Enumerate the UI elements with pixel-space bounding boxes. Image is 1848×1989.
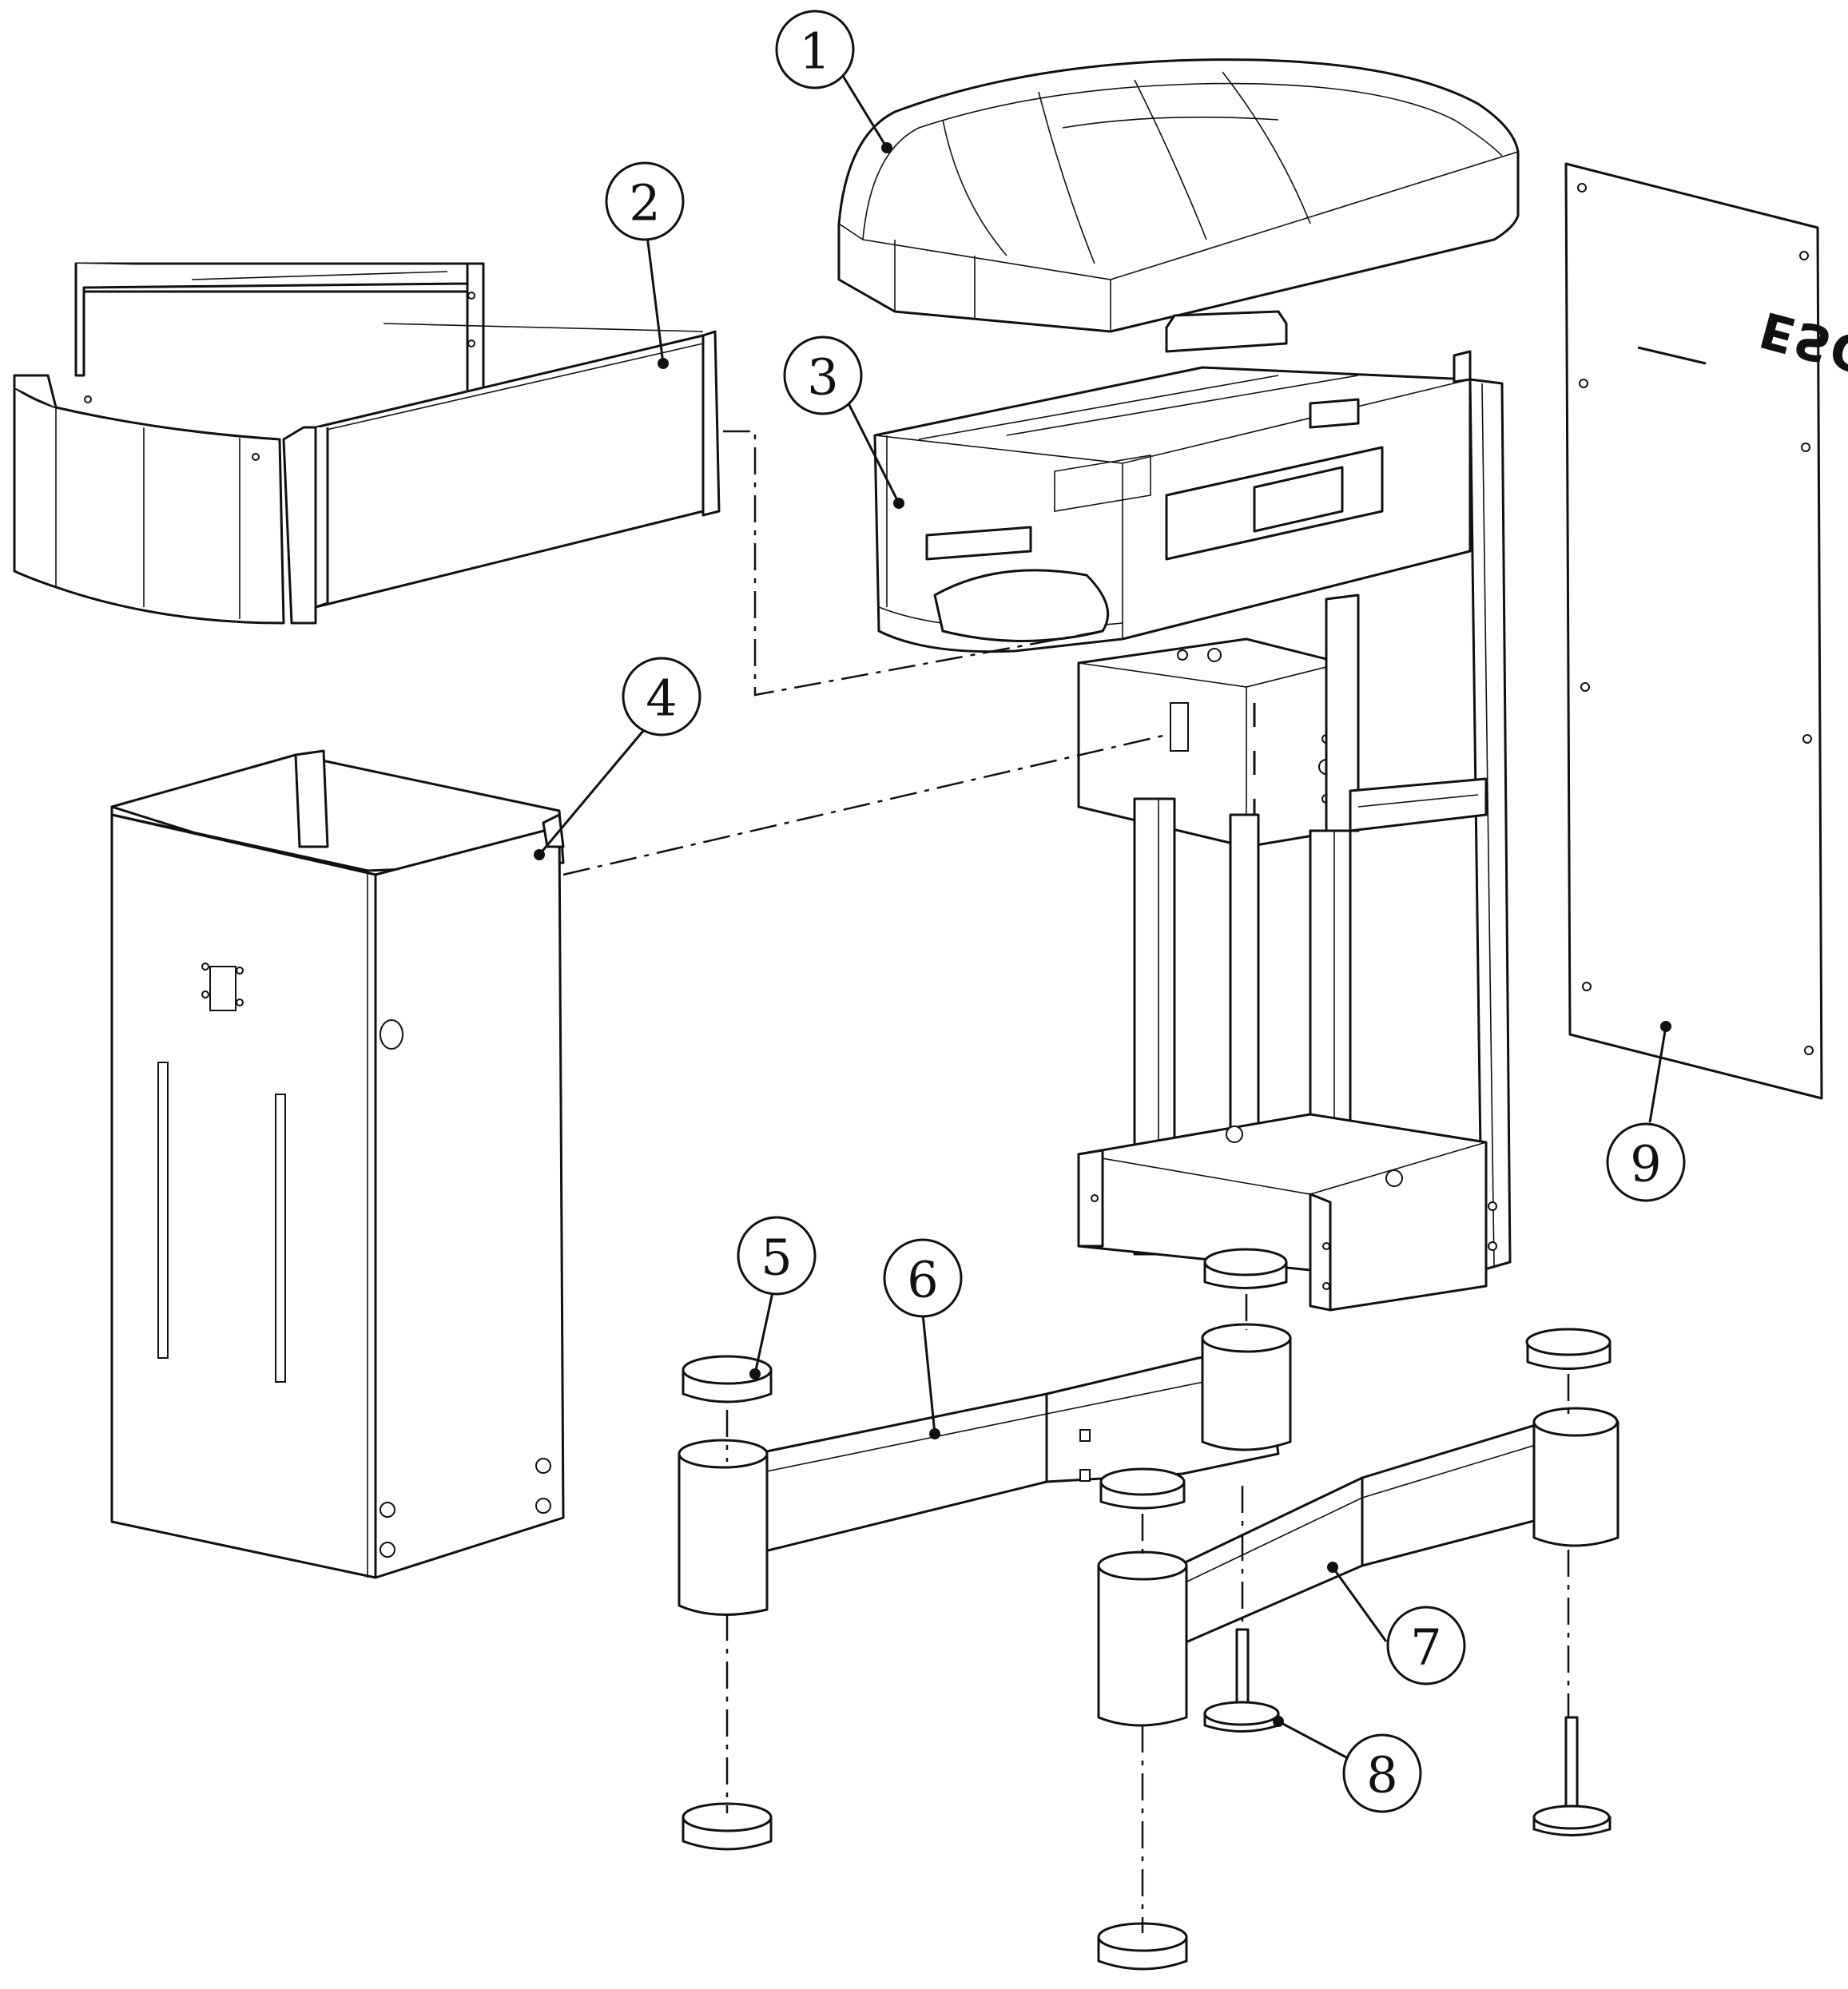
balloon-8: 8 [1342,1733,1422,1813]
part-8-levelling-feet [1203,1628,1612,1836]
balloon-4-label: 4 [646,669,677,728]
balloon-9-label: 9 [1630,1135,1661,1193]
part-3-main-frame [873,310,1512,1312]
balloon-6: 6 [883,1238,963,1318]
balloon-6-label: 6 [907,1251,938,1309]
balloon-3: 3 [783,335,863,415]
balloon-2-label: 2 [629,174,660,232]
assembly-center-lines [562,430,1570,1933]
balloon-7: 7 [1386,1606,1466,1685]
balloon-7-label: 7 [1410,1618,1441,1677]
part-1-top-cover [837,58,1520,333]
leader-lines [534,75,1671,1759]
balloon-1: 1 [775,10,855,89]
part-9-side-panel [1564,162,1823,1100]
balloon-4: 4 [622,657,701,736]
part-6-base-arm-left [678,1323,1292,1616]
balloon-9: 9 [1606,1122,1686,1202]
balloon-5-label: 5 [761,1229,792,1287]
logo-tagline-mark [1637,346,1707,365]
balloon-8-label: 8 [1366,1746,1397,1804]
balloon-3-label: 3 [807,348,838,407]
part-7-base-arm-right [1097,1407,1619,1727]
part-5-end-caps [682,1248,1612,1971]
balloon-5: 5 [737,1216,817,1296]
balloon-2: 2 [605,161,685,241]
part-2-upper-cover [13,262,721,625]
part-4-lower-cover [110,749,565,1579]
balloon-1-label: 1 [799,22,830,81]
